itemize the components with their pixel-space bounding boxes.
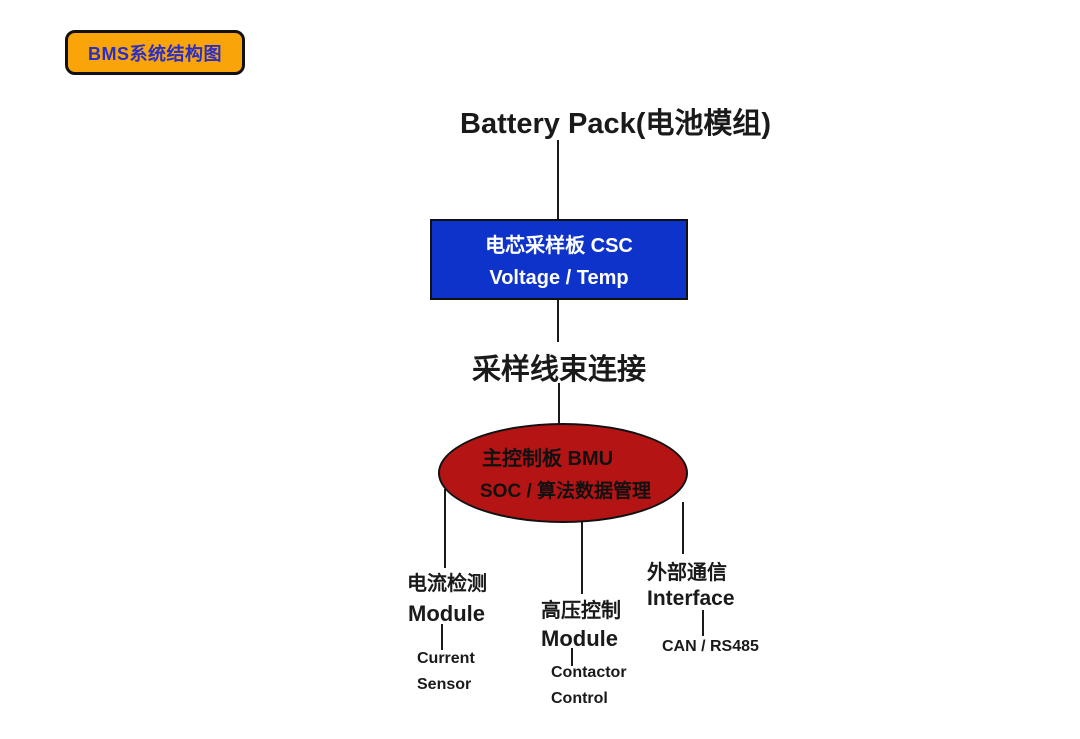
current-sensor-label-2: Sensor: [417, 676, 472, 693]
external-comm-label-cn: 外部通信: [647, 562, 727, 584]
hv-control-label-cn: 高压控制: [541, 600, 621, 622]
csc-node-title: 电芯采样板 CSC: [485, 235, 633, 258]
csc-sampling-board-node: 电芯采样板 CSC Voltage / Temp: [430, 219, 688, 300]
connector-interface-to-can: [702, 610, 704, 636]
contactor-label-2: Control: [551, 690, 608, 707]
current-sense-label-cn: 电流检测: [407, 573, 487, 595]
connector-bmu-to-comm: [682, 502, 684, 554]
connector-module-to-sensor: [441, 624, 443, 650]
connector-bmu-to-current: [444, 489, 446, 568]
can-rs485-label: CAN / RS485: [662, 638, 759, 655]
harness-connection-label: 采样线束连接: [472, 354, 647, 386]
connector-bmu-to-hv: [581, 519, 583, 594]
connector-csc-to-harness: [557, 300, 559, 342]
hv-control-label-en: Module: [541, 626, 618, 651]
current-sense-label-en: Module: [408, 601, 485, 626]
connector-harness-to-bmu: [558, 383, 560, 424]
bmu-main-control-node: 主控制板 BMU SOC / 算法数据管理: [438, 423, 688, 523]
diagram-badge: BMS系统结构图: [65, 30, 245, 75]
battery-pack-title: Battery Pack(电池模组): [460, 108, 772, 140]
external-comm-label-en: Interface: [647, 587, 735, 610]
bmu-node-subtitle: SOC / 算法数据管理: [480, 481, 652, 502]
diagram-badge-label: BMS系统结构图: [88, 43, 222, 64]
connector-title-to-csc: [557, 140, 559, 219]
connector-module-to-contactor: [571, 648, 573, 666]
current-sensor-label-1: Current: [417, 650, 475, 667]
bmu-node-title: 主控制板 BMU: [482, 448, 614, 470]
csc-node-subtitle: Voltage / Temp: [489, 266, 629, 289]
contactor-label-1: Contactor: [551, 664, 627, 681]
